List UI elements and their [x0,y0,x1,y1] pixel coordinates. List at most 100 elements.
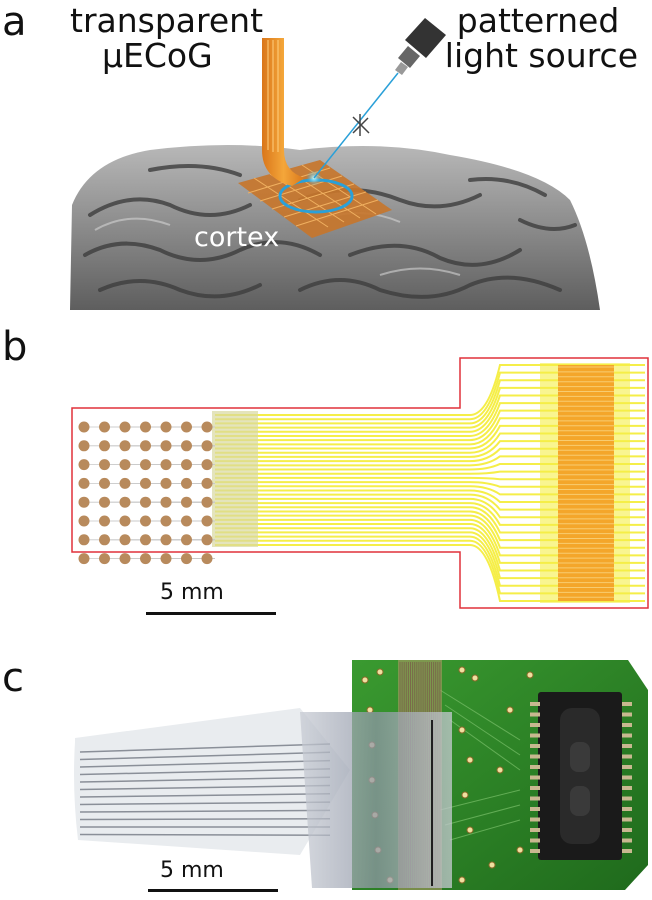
electrode-site [120,553,131,564]
connector-pin [530,797,540,801]
connector-pin [622,849,632,853]
contact-pad-group [540,363,630,603]
via-hole [459,877,465,883]
film-trace [80,819,330,820]
electrode-site [181,459,192,470]
electrode-site [99,459,110,470]
electrode-site [120,534,131,545]
connector-pin [622,744,632,748]
scale-bar-b [146,612,276,615]
board-connector [530,692,632,860]
connector-pin [530,828,540,832]
electrode-site [99,478,110,489]
via-hole [362,677,368,683]
electrode-site [99,534,110,545]
electrode-site [161,422,172,433]
connector-pin [622,734,632,738]
scale-label-c: 5 mm [160,858,224,883]
trace-transition-band [212,411,258,547]
via-hole [377,669,383,675]
electrode-site [202,440,213,451]
electrode-site [79,497,90,508]
electrode-site [120,422,131,433]
label-uecog: μECoG [70,39,263,74]
electrode-site [99,497,110,508]
label-cortex: cortex [194,222,279,253]
electrode-array [79,422,216,565]
connector-pin [530,755,540,759]
electrode-site [202,422,213,433]
connector-pin [530,744,540,748]
electrode-site [181,440,192,451]
via-hole [467,757,473,763]
electrode-site [140,440,151,451]
electrode-site [99,440,110,451]
electrode-site [79,516,90,527]
connector-pin [530,786,540,790]
via-hole [459,667,465,673]
connector-pin [622,713,632,717]
film-trace [80,835,330,836]
electrode-site [181,478,192,489]
via-hole [467,827,473,833]
connector-pin [622,776,632,780]
electrode-site [140,478,151,489]
via-hole [507,707,513,713]
electrode-site [79,553,90,564]
electrode-site [181,534,192,545]
electrode-site [181,422,192,433]
electrode-site [120,478,131,489]
electrode-site [161,553,172,564]
electrode-site [140,422,151,433]
electrode-site [181,516,192,527]
connector-pin [622,818,632,822]
electrode-site [79,534,90,545]
electrode-site [120,497,131,508]
electrode-site [181,553,192,564]
label-light-source: light source [445,39,638,74]
connector-pin [530,765,540,769]
connector-pin [622,755,632,759]
electrode-site [79,478,90,489]
label-patterned-light-source: patterned light source [445,4,638,73]
electrode-site [140,534,151,545]
connector-pin [622,807,632,811]
via-hole [497,767,503,773]
scale-label-b: 5 mm [160,580,224,605]
connector-pin [530,723,540,727]
electrode-site [140,497,151,508]
electrode-site [79,440,90,451]
via-hole [527,672,533,678]
electrode-site [120,459,131,470]
connector-pin [530,839,540,843]
connector-pin [530,849,540,853]
device-photo-illustration [0,650,652,900]
electrode-site [99,422,110,433]
electrode-site [161,497,172,508]
connector-pin [530,818,540,822]
electrode-site [202,516,213,527]
electrode-site [181,497,192,508]
tape-cover [300,712,452,888]
electrode-site [79,459,90,470]
electrode-site [202,497,213,508]
connector-pin [622,828,632,832]
electrode-site [161,478,172,489]
light-source [395,18,446,75]
connector-pin [530,713,540,717]
connector-pin [622,723,632,727]
label-patterned: patterned [445,4,638,39]
electrode-site [140,553,151,564]
scale-bar-c [148,889,278,892]
electrode-site [202,478,213,489]
connector-pin [622,786,632,790]
electrode-site [140,516,151,527]
connector-pin [622,797,632,801]
electrode-site [202,459,213,470]
electrode-site [161,459,172,470]
via-hole [517,847,523,853]
device-layout-drawing [0,345,652,635]
via-hole [459,727,465,733]
connector-pin [530,807,540,811]
connector-pin [622,839,632,843]
